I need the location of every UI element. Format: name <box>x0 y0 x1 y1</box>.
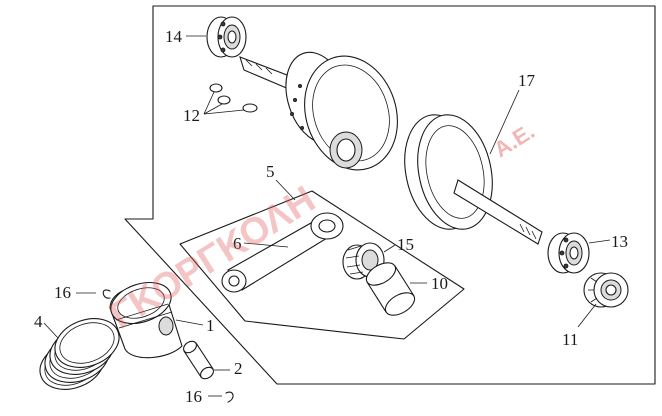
woodruff-keys-12 <box>209 83 258 113</box>
watermark-suffix: A.E. <box>489 118 539 162</box>
callout-14: 14 <box>165 27 183 46</box>
bearing-13 <box>547 232 590 274</box>
leader-lines <box>43 35 611 397</box>
callout-6: 6 <box>233 234 242 253</box>
connecting-rod-6 <box>221 212 344 293</box>
piston-rings-4 <box>39 318 120 390</box>
callout-4: 4 <box>34 312 43 331</box>
piston-1 <box>109 281 183 359</box>
callout-5: 5 <box>266 162 275 181</box>
piston-pin-2 <box>183 340 214 380</box>
callout-16-bottom: 16 <box>185 387 202 406</box>
connecting-rod-group-frame <box>179 190 465 340</box>
callout-12: 12 <box>183 106 200 125</box>
crankshaft-left-half <box>239 51 398 171</box>
crankshaft-right-half <box>404 114 543 245</box>
callout-1: 1 <box>206 316 215 335</box>
callout-10: 10 <box>431 274 448 293</box>
callout-17: 17 <box>518 71 536 90</box>
roller-bearing-11 <box>583 272 629 308</box>
crank-pin-10 <box>365 262 416 316</box>
callout-16-top: 16 <box>54 283 71 302</box>
callout-11: 11 <box>562 330 578 349</box>
crankshaft-group-frame <box>124 5 656 385</box>
circlip-16-top <box>102 289 111 299</box>
callout-15: 15 <box>397 235 414 254</box>
callout-2: 2 <box>234 359 243 378</box>
circlip-16-bottom <box>225 391 234 403</box>
bearing-14 <box>206 16 247 58</box>
callout-13: 13 <box>611 232 628 251</box>
